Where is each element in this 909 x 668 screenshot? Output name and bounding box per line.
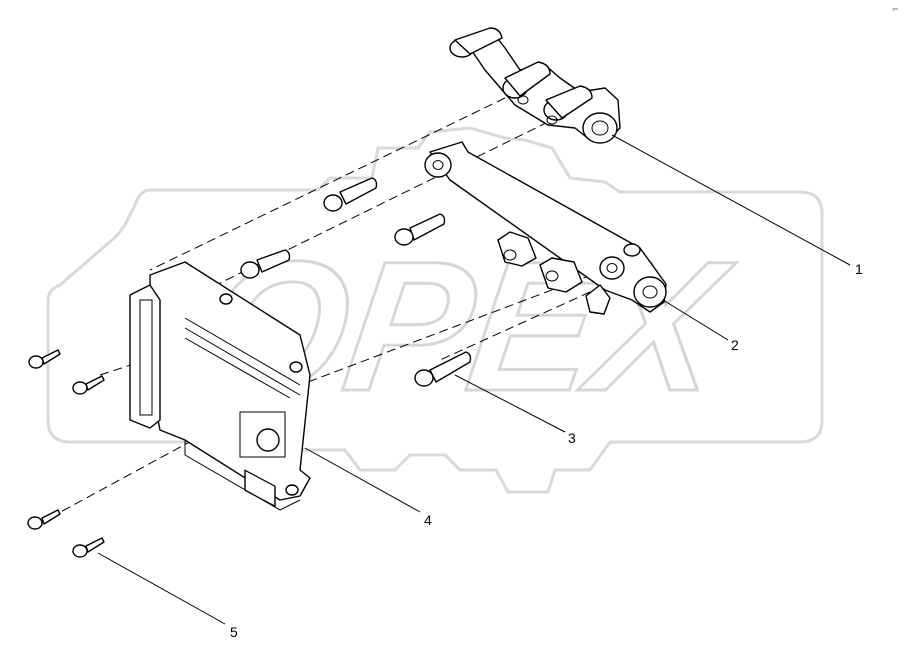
part-4-control-module — [129, 261, 311, 511]
corner-mark: ⌐ — [892, 5, 899, 14]
part-5-screws — [27, 349, 105, 558]
screw-mid-left — [72, 375, 105, 395]
bolt-callout-3 — [414, 351, 472, 387]
bolt-upper — [323, 177, 378, 212]
callout-3: 3 — [568, 430, 576, 446]
watermark-gear-outline — [46, 126, 824, 494]
leader-4 — [304, 447, 421, 513]
part-1-upper-bracket — [449, 27, 621, 144]
callout-5: 5 — [230, 624, 238, 640]
callouts: 1 2 3 4 5 — [230, 261, 863, 640]
callout-4: 4 — [424, 512, 432, 528]
leader-3 — [454, 374, 566, 433]
leader-1 — [611, 134, 851, 266]
part-2-bracket-rail — [424, 141, 667, 315]
leader-lines — [97, 134, 851, 625]
screw-low-left — [27, 509, 61, 530]
screw-top-left — [28, 349, 61, 369]
bolt-left — [240, 249, 291, 279]
leader-2 — [662, 299, 729, 341]
screw-bottom — [72, 537, 105, 558]
bolt-middle — [394, 213, 446, 246]
leader-5 — [97, 552, 226, 625]
callout-1: 1 — [855, 261, 863, 277]
part-3-bolts — [240, 177, 472, 387]
callout-2: 2 — [731, 337, 739, 353]
